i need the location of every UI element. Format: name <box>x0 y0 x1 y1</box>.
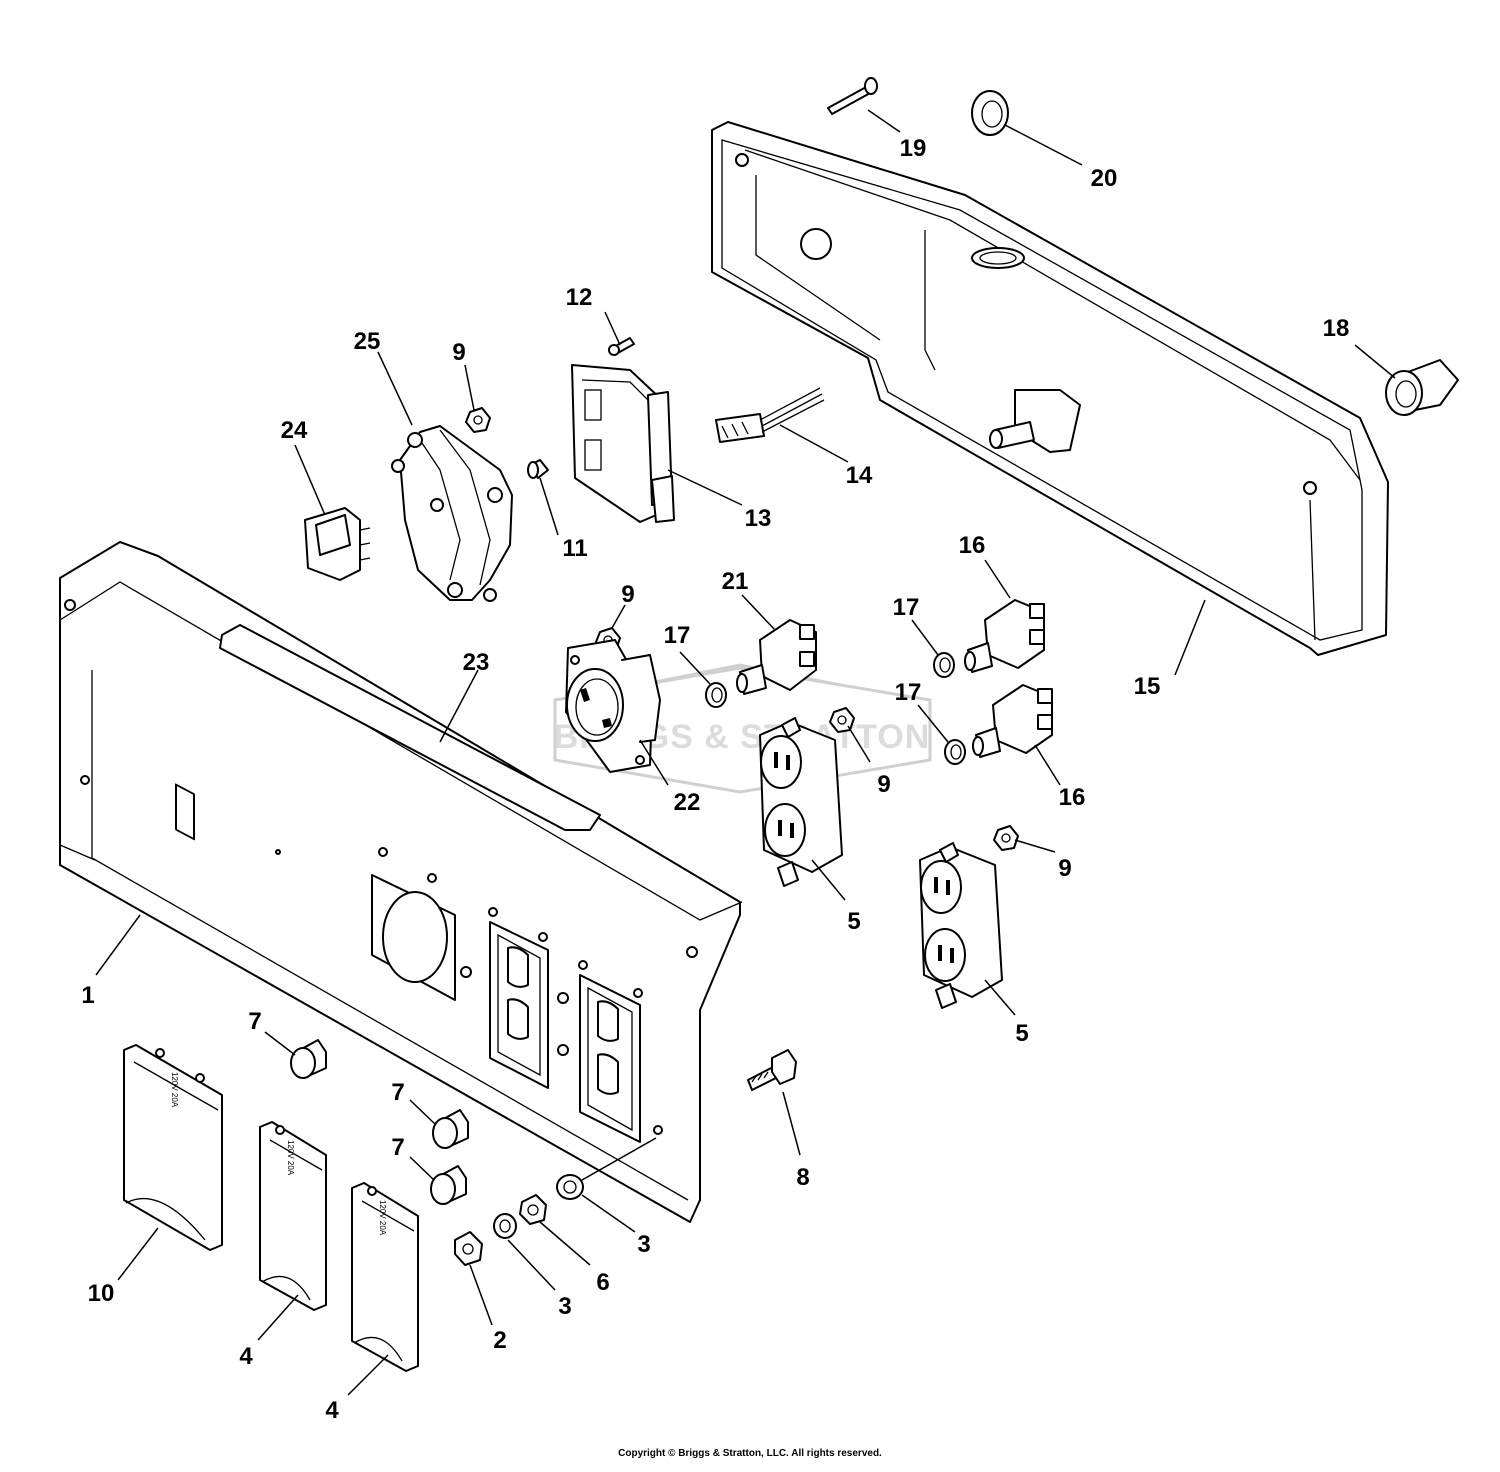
part-10-outlet-cover: 120V 20A <box>123 1044 223 1251</box>
callout-4: 4 <box>325 1397 339 1424</box>
part-11-spacer <box>527 459 549 479</box>
part-15-control-housing <box>711 121 1389 656</box>
callout-5: 5 <box>1015 1020 1028 1047</box>
part-19-screw <box>827 77 878 115</box>
callout-17: 17 <box>664 622 691 649</box>
callout-9: 9 <box>1058 855 1071 882</box>
part-1-control-panel <box>59 541 743 1223</box>
svg-text:120V 20A: 120V 20A <box>378 1200 387 1236</box>
part-13-circuit-board <box>571 364 675 523</box>
svg-text:120V 20A: 120V 20A <box>286 1140 295 1176</box>
part-12-screw <box>608 337 635 356</box>
callout-3: 3 <box>637 1231 650 1258</box>
part-9-nut-a <box>465 407 491 433</box>
callout-16: 16 <box>959 532 986 559</box>
callout-11: 11 <box>562 535 587 562</box>
part-21-circuit-breaker <box>736 619 817 695</box>
part-8-bolt <box>747 1049 797 1091</box>
callout-25: 25 <box>354 328 381 355</box>
part-14-wire-harness <box>715 387 825 443</box>
callout-13: 13 <box>745 505 772 532</box>
part-16-circuit-breaker-b <box>972 684 1053 758</box>
copyright-notice: Copyright © Briggs & Stratton, LLC. All … <box>618 1448 882 1459</box>
callout-7: 7 <box>391 1134 404 1161</box>
callout-21: 21 <box>722 568 749 595</box>
callout-labels: 1 2 3 3 4 4 5 5 6 7 7 7 8 9 9 9 9 10 11 … <box>81 135 1349 1424</box>
leader-lines <box>95 109 1396 1396</box>
callout-10: 10 <box>88 1280 115 1307</box>
part-20-grommet <box>971 90 1009 136</box>
callout-23: 23 <box>463 649 490 676</box>
callout-1: 1 <box>81 982 94 1009</box>
callout-6: 6 <box>596 1269 609 1296</box>
callout-5: 5 <box>847 908 860 935</box>
part-7-button-c <box>430 1165 467 1205</box>
callout-3: 3 <box>558 1293 571 1320</box>
part-3-washer-a <box>493 1213 517 1239</box>
part-17-washer-b <box>933 652 955 678</box>
callout-7: 7 <box>248 1008 261 1035</box>
callout-19: 19 <box>900 135 927 162</box>
callout-4: 4 <box>239 1343 253 1370</box>
callout-17: 17 <box>893 594 920 621</box>
part-9-nut-d <box>993 825 1019 851</box>
callout-18: 18 <box>1323 315 1350 342</box>
callout-15: 15 <box>1134 673 1161 700</box>
part-24-rocker-switch <box>304 507 371 581</box>
callout-14: 14 <box>846 462 873 489</box>
part-16-circuit-breaker-a <box>964 599 1045 673</box>
part-6-nut <box>519 1194 547 1225</box>
part-4-outlet-cover-b: 120V 20A <box>351 1182 419 1372</box>
part-17-washer-c <box>944 739 966 765</box>
part-22-twistlock-receptacle <box>565 639 661 773</box>
callout-9: 9 <box>877 771 890 798</box>
callout-24: 24 <box>281 417 308 444</box>
callout-7: 7 <box>391 1079 404 1106</box>
part-3-washer-b <box>556 1174 584 1200</box>
callout-17: 17 <box>895 679 922 706</box>
part-17-washer-a <box>705 682 727 708</box>
callout-9: 9 <box>452 339 465 366</box>
part-2-nut <box>454 1231 483 1266</box>
part-7-button-a <box>290 1039 327 1079</box>
callout-8: 8 <box>796 1164 809 1191</box>
svg-text:120V 20A: 120V 20A <box>170 1072 179 1108</box>
part-25-bracket <box>391 425 513 602</box>
callout-9: 9 <box>621 581 634 608</box>
part-4-outlet-cover-a: 120V 20A <box>259 1121 327 1311</box>
part-18-grommet <box>1385 359 1459 416</box>
part-5-duplex-receptacle-b <box>919 842 1003 1009</box>
callout-2: 2 <box>493 1327 506 1354</box>
callout-20: 20 <box>1091 165 1118 192</box>
callout-12: 12 <box>566 284 593 311</box>
part-7-button-b <box>432 1109 469 1149</box>
callout-22: 22 <box>674 789 701 816</box>
callout-16: 16 <box>1059 784 1086 811</box>
part-5-duplex-receptacle-a <box>759 717 843 887</box>
